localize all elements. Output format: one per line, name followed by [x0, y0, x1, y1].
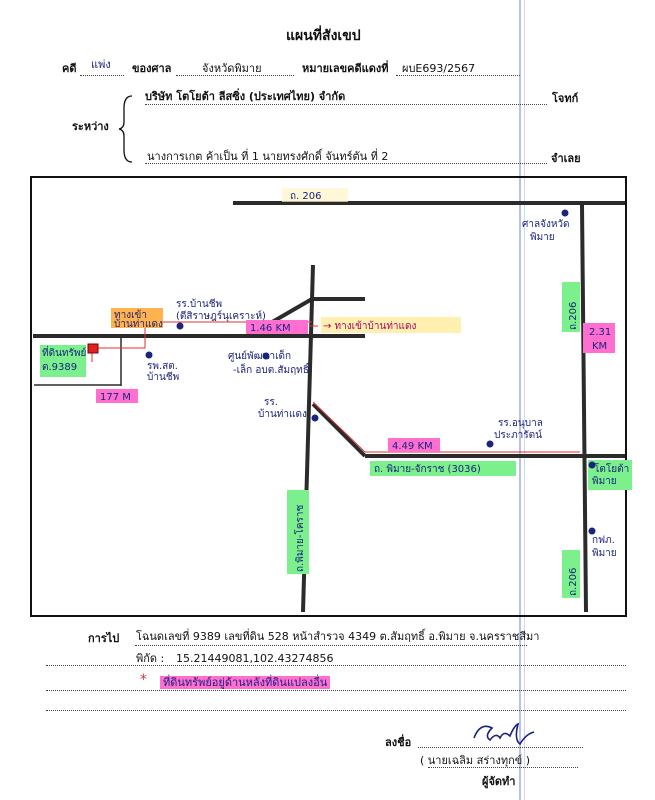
highlight-landmark-1	[111, 308, 163, 328]
case-type-label: คดี	[62, 62, 77, 75]
plaintiff-line	[145, 104, 547, 105]
label-landmark-1a: ทางเข้า	[114, 309, 147, 321]
landmark-dot	[145, 351, 153, 359]
highlight-route-label	[321, 317, 461, 333]
landmark-dot	[588, 527, 596, 535]
defendant-names: นางการเกต ค้าเป็น ที่ 1 นายทรงศักดิ์ จัน…	[147, 150, 389, 163]
note-line	[46, 690, 626, 691]
land-plot-marker	[87, 343, 99, 354]
landmark-dot	[588, 461, 596, 469]
label-police-b: พิมาย	[592, 476, 617, 487]
coordinates-value: 15.21449081,102.43274856	[176, 652, 334, 665]
label-dist-west: 177 M	[100, 392, 131, 403]
route-label: การไป	[88, 632, 120, 645]
case-number-label: หมายเลขคดีแดงที่	[302, 62, 389, 75]
signature-label: ลงชื่อ	[385, 736, 412, 749]
fold-line	[524, 0, 525, 800]
label-road-korat: ถ.พิมาย-โคราช	[293, 504, 306, 572]
label-school-2a: รร.	[264, 397, 278, 408]
label-hospital2-a: กฟภ.	[592, 535, 615, 546]
landmark-dot	[176, 322, 184, 330]
highlight-dist-west	[96, 389, 138, 403]
label-road-3036: ถ. พิมาย-จักราช (3036)	[374, 464, 481, 475]
label-landmark-1b: บ้านท่าแดง	[114, 318, 163, 330]
label-police-a: โตโยต้า	[594, 462, 629, 475]
label-dist-2-unit: KM	[592, 341, 607, 352]
highlight-road-east-top	[562, 282, 580, 332]
highlight-land-marker	[40, 345, 86, 377]
fold-line	[519, 0, 521, 800]
court-label: ของศาล	[132, 62, 172, 75]
court-line	[176, 75, 294, 76]
label-center-a: ศูนย์พัฒนาเด็ก	[228, 348, 291, 362]
label-court-a: ศาลจังหวัด	[522, 219, 570, 230]
signer-line	[428, 767, 578, 768]
coordinates-line	[46, 665, 626, 666]
landmark-dot	[561, 209, 569, 217]
label-land-b: ต.9389	[42, 362, 77, 373]
defendant-line	[145, 163, 547, 164]
road-diagonal-southeast	[311, 402, 367, 458]
label-road-east-bottom: ถ.206	[568, 568, 579, 596]
route-line	[135, 645, 527, 646]
signer-role: ผู้จัดทำ	[482, 775, 516, 788]
road-east-vertical	[580, 204, 588, 613]
label-center-b: -เล็ก อบต.สัมฤทธิ์	[233, 362, 310, 376]
document-title: แผนที่สังเขป	[286, 28, 361, 44]
between-label: ระหว่าง	[72, 120, 109, 133]
highlight-road-korat	[287, 490, 309, 574]
label-school-1b: (ตีสิราษฎร์นุเคราะห์)	[176, 310, 266, 322]
label-route: → ทางเข้าบ้านท่าแดง	[323, 320, 416, 332]
signer-name: ( นายเฉลิม สร่างทุกข์ )	[420, 754, 531, 767]
label-school-1a: รร.บ้านชีพ	[176, 298, 222, 310]
landmark-dot	[486, 440, 494, 448]
route-text: โฉนดเลขที่ 9389 เลขที่ดิน 528 หน้าสำรวจ …	[136, 630, 540, 643]
label-school-2b: บ้านท่าแดง	[258, 408, 307, 420]
label-dist-2-km: 2.31	[589, 327, 611, 338]
coordinates-label: พิกัด :	[136, 652, 165, 665]
label-school-3b: ประภารัตน์	[494, 429, 542, 441]
highlight-road-east-bottom	[562, 550, 580, 598]
label-dist-3: 4.49 KM	[392, 441, 433, 452]
plaintiff-role: โจทก์	[552, 92, 579, 105]
sketch-map: ถ. 206 1.46 KM → ทางเข้าบ้านท่าแดง 177 M…	[30, 176, 632, 617]
case-type-line	[80, 75, 124, 76]
note-asterisk: *	[140, 672, 147, 688]
court-value: จังหวัดพิมาย	[202, 62, 262, 75]
label-hospital-b: บ้านชีพ	[147, 371, 179, 383]
defendant-role: จำเลย	[551, 152, 581, 165]
highlight-dist-1	[246, 320, 308, 334]
highlight-road-3036	[370, 461, 516, 476]
plaintiff-name: บริษัท โตโยต้า ลีสซิ่ง (ประเทศไทย) จำกัด	[145, 90, 346, 103]
signature-line	[418, 747, 583, 748]
case-number-value: ผบE693/2567	[402, 62, 476, 75]
case-type-value: แพ่ง	[91, 58, 111, 71]
note-text: ที่ดินทรัพย์อยู่ด้านหลังที่ดินแปลงอื่น	[160, 676, 331, 689]
label-road-206: ถ. 206	[290, 191, 322, 202]
landmark-dot	[311, 414, 319, 422]
label-court-b: พิมาย	[530, 232, 555, 243]
label-hospital2-b: พิมาย	[592, 548, 617, 559]
label-school-3a: รร.อนุบาล	[498, 418, 543, 429]
between-brace	[118, 95, 133, 163]
case-number-line	[396, 75, 520, 76]
blank-line	[46, 710, 626, 711]
map-frame	[30, 176, 627, 617]
label-road-east-top: ถ.206	[568, 302, 579, 330]
label-dist-1: 1.46 KM	[250, 323, 291, 334]
signature-mark	[473, 722, 535, 746]
label-hospital-a: รพ.สต.	[147, 361, 178, 372]
highlight-dist-2	[583, 323, 615, 353]
highlight-dist-3	[388, 438, 440, 452]
highlight-road-206	[282, 188, 348, 202]
label-land-a: ที่ดินทรัพย์	[42, 345, 86, 359]
landmark-dot	[262, 352, 270, 360]
